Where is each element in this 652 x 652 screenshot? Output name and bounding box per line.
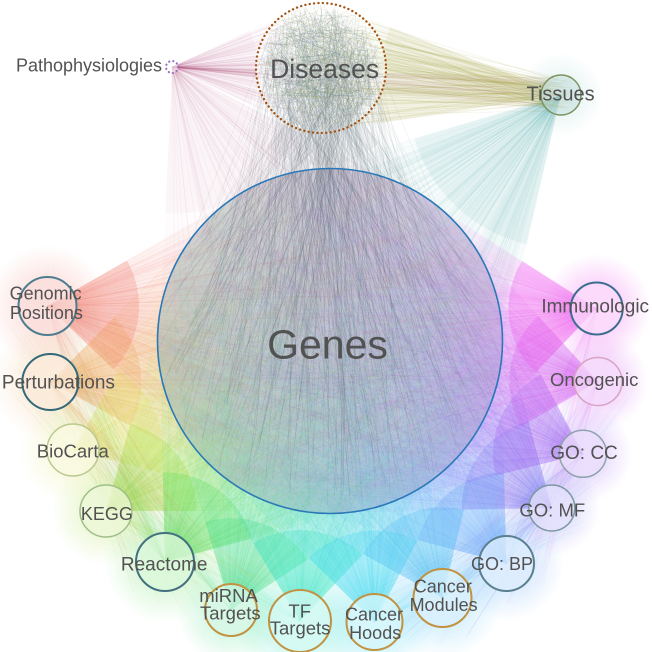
svg-text:Tissues: Tissues [527,83,595,105]
svg-text:Genomic: Genomic [10,283,82,303]
svg-text:Hoods: Hoods [349,623,401,643]
svg-text:Perturbations: Perturbations [2,373,115,394]
svg-text:Oncogenic: Oncogenic [550,369,638,390]
svg-text:KEGG: KEGG [81,504,133,524]
svg-text:Immunologic: Immunologic [541,297,649,318]
svg-text:Positions: Positions [10,303,83,323]
svg-text:Genes: Genes [267,322,388,368]
svg-text:GO: BP: GO: BP [471,554,533,574]
svg-text:BioCarta: BioCarta [37,441,110,462]
svg-text:Targets: Targets [270,618,331,639]
svg-text:Diseases: Diseases [270,54,379,84]
svg-text:Modules: Modules [410,595,478,615]
svg-text:Targets: Targets [200,602,261,623]
svg-text:Pathophysiologies: Pathophysiologies [16,56,162,76]
svg-text:Cancer: Cancer [414,576,472,596]
svg-text:miRNA: miRNA [199,585,258,606]
svg-text:Reactome: Reactome [121,554,208,575]
svg-text:GO: CC: GO: CC [550,443,618,464]
svg-text:GO: MF: GO: MF [519,500,585,521]
svg-text:Cancer: Cancer [345,605,403,625]
svg-text:TF: TF [288,601,311,622]
